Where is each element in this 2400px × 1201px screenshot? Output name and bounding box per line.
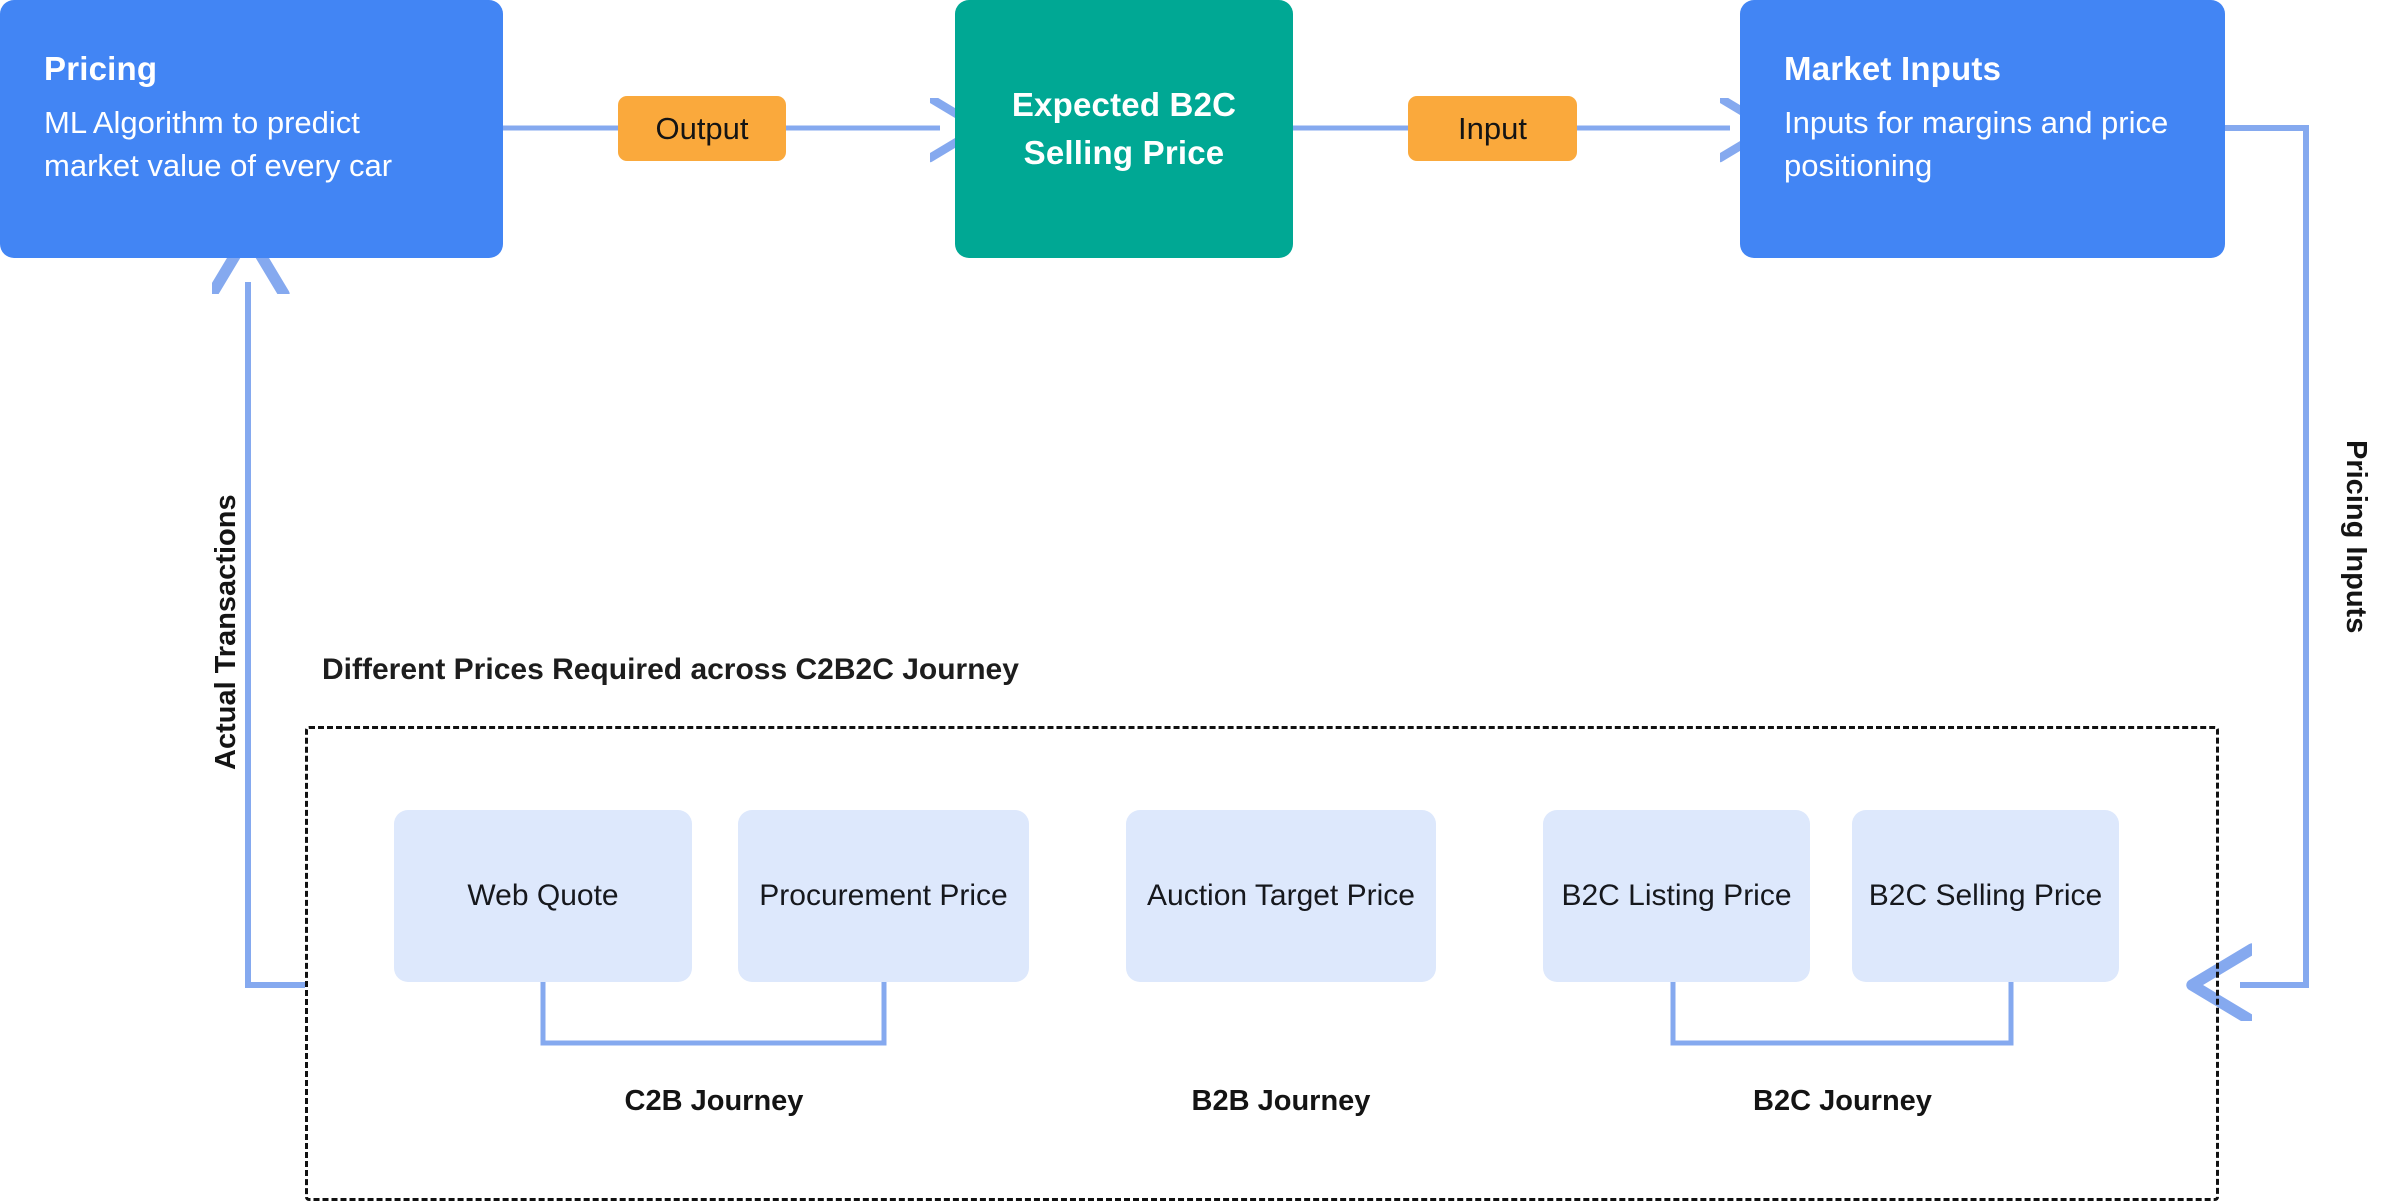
journey-label-c2b: C2B Journey <box>543 1085 885 1118</box>
edge-label-actual-transactions-text: Actual Transactions <box>210 494 242 770</box>
price-chip-auction-target-price-label: Auction Target Price <box>1147 878 1415 912</box>
expected-b2c-line1: Expected B2C <box>1011 86 1237 124</box>
badge-input[interactable]: Input <box>1408 96 1577 161</box>
process-box-pricing[interactable]: Pricing ML Algorithm to predict market v… <box>0 0 503 258</box>
price-chip-b2c-listing-price-label: B2C Listing Price <box>1561 878 1792 912</box>
badge-output-label: Output <box>655 110 749 146</box>
price-chip-b2c-listing-price[interactable]: B2C Listing Price <box>1543 810 1810 982</box>
price-chip-auction-target-price[interactable]: Auction Target Price <box>1126 810 1436 982</box>
price-chip-procurement-price[interactable]: Procurement Price <box>738 810 1029 982</box>
journey-label-c2b-text: C2B Journey <box>624 1085 804 1117</box>
price-chip-web-quote[interactable]: Web Quote <box>394 810 692 982</box>
price-chip-b2c-selling-price-label: B2C Selling Price <box>1868 878 2103 912</box>
journey-label-b2b-text: B2B Journey <box>1191 1085 1371 1117</box>
journey-label-b2c: B2C Journey <box>1673 1085 2012 1118</box>
section-title-text: Different Prices Required across C2B2C J… <box>322 653 1019 686</box>
expected-b2c-title: Expected B2C Selling Price <box>1012 81 1236 177</box>
process-box-expected-b2c[interactable]: Expected B2C Selling Price <box>955 0 1293 258</box>
price-chip-web-quote-label: Web Quote <box>467 878 619 912</box>
journey-label-b2b: B2B Journey <box>1126 1085 1436 1118</box>
price-chip-b2c-selling-price[interactable]: B2C Selling Price <box>1852 810 2119 982</box>
section-title: Different Prices Required across C2B2C J… <box>322 653 1019 687</box>
journey-label-b2c-text: B2C Journey <box>1753 1085 1932 1117</box>
pricing-title: Pricing <box>44 50 158 87</box>
market-inputs-title: Market Inputs <box>1784 50 2002 87</box>
expected-b2c-line2: Selling Price <box>1023 134 1225 171</box>
edge-label-pricing-inputs-text: Pricing Inputs <box>2340 440 2372 634</box>
price-chip-procurement-price-label: Procurement Price <box>759 878 1008 912</box>
edge-label-pricing-inputs: Pricing Inputs <box>2339 440 2372 633</box>
market-inputs-description: Inputs for margins and price positioning <box>1784 105 2169 184</box>
pricing-description: ML Algorithm to predict market value of … <box>44 105 393 184</box>
badge-output[interactable]: Output <box>618 96 786 161</box>
badge-input-label: Input <box>1458 110 1527 146</box>
edge-label-actual-transactions: Actual Transactions <box>210 494 243 770</box>
process-box-market-inputs[interactable]: Market Inputs Inputs for margins and pri… <box>1740 0 2225 258</box>
